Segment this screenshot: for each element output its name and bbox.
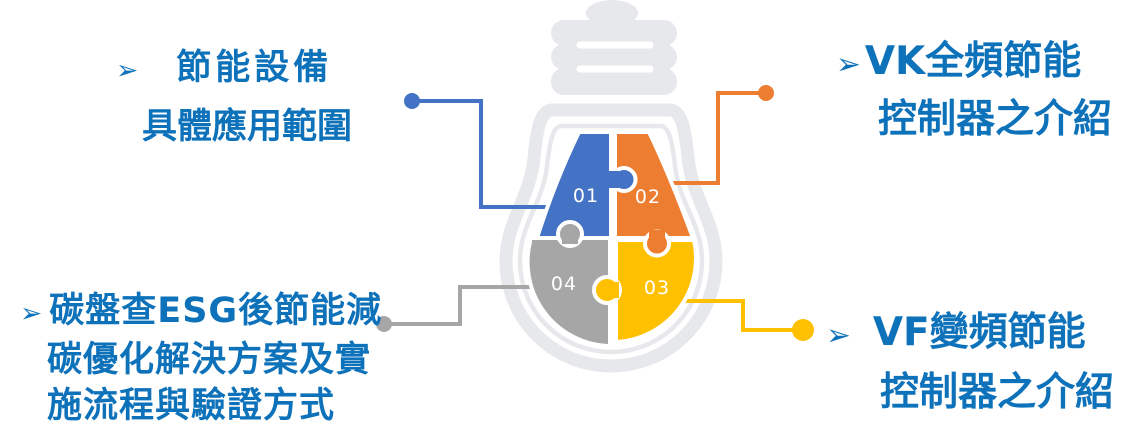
puzzle-knob-neck-orange — [649, 230, 665, 242]
bulb-base-icon — [551, 0, 677, 95]
label-bottom-left-line-1: 碳盤查ESG後節能減 — [49, 291, 383, 331]
bulb-outline-inner — [517, 123, 705, 355]
puzzle-knob-neck-gray — [562, 232, 578, 244]
label-top-right: ➢VK全頻節能 控制器之介紹 — [836, 34, 1112, 148]
label-bottom-right-line-1: VF變頻節能 — [872, 310, 1086, 355]
label-bottom-right: ➢ VF變頻節能 控制器之介紹 — [826, 304, 1114, 422]
label-top-left-line-2: 具體應用範圍 — [142, 107, 353, 147]
connector-dot-blue — [404, 93, 420, 109]
puzzle-piece-04 — [525, 236, 612, 348]
piece-number-04: 04 — [551, 273, 577, 295]
piece-number-02: 02 — [635, 186, 661, 208]
connector-line-gray — [384, 285, 545, 326]
puzzle-knob-neck-yellow — [605, 282, 619, 298]
puzzle-piece-02 — [613, 130, 695, 240]
label-bottom-left: ➢碳盤查ESG後節能減 碳優化解決方案及實 施流程與驗證方式 — [20, 288, 382, 429]
puzzle-knob-neck-blue — [605, 171, 619, 188]
label-top-left-line-1: 節能設備 — [176, 48, 333, 88]
puzzle-piece-01 — [535, 130, 613, 240]
bulb-tip — [586, 0, 638, 26]
bulb-thread-bar — [551, 68, 677, 95]
arrow-bullet-icon: ➢ — [836, 46, 861, 81]
connector-dot-gray — [376, 316, 392, 332]
connector-dot-orange — [758, 85, 774, 101]
bulb-thread-bar — [551, 20, 677, 46]
label-bottom-left-line-3: 施流程與驗證方式 — [47, 386, 336, 426]
bulb-thread-bar — [551, 44, 677, 70]
connector-line-yellow — [675, 299, 803, 332]
connector-dot-yellow — [792, 319, 814, 341]
label-top-left: ➢ 節能設備 具體應用範圍 — [116, 40, 352, 156]
arrow-bullet-icon: ➢ — [116, 55, 139, 86]
label-top-right-line-1: VK全頻節能 — [864, 39, 1082, 84]
connector-line-orange — [662, 91, 766, 185]
piece-number-01: 01 — [573, 185, 599, 207]
piece-number-03: 03 — [644, 277, 670, 299]
label-bottom-right-line-2: 控制器之介紹 — [880, 370, 1115, 415]
label-top-right-line-2: 控制器之介紹 — [878, 97, 1113, 142]
arrow-bullet-icon: ➢ — [826, 317, 851, 352]
puzzle-piece-03 — [614, 238, 698, 344]
connector-line-blue — [412, 99, 553, 209]
label-bottom-left-line-2: 碳優化解決方案及實 — [47, 340, 372, 380]
arrow-bullet-icon: ➢ — [20, 298, 44, 329]
